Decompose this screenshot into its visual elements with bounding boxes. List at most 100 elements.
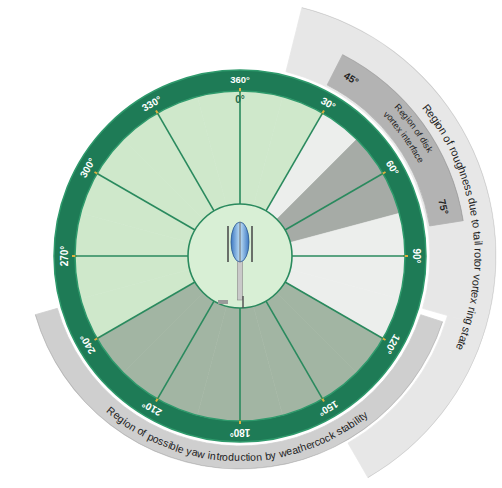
arc-letter: a — [472, 234, 483, 241]
arc-letter: e — [304, 439, 313, 451]
arc-letter: v — [471, 274, 482, 280]
sector-group — [75, 91, 405, 421]
arc-letter: r — [470, 285, 481, 290]
spoke-line — [266, 113, 323, 211]
band-piece — [286, 8, 496, 327]
arc-letter: e — [469, 292, 481, 300]
arc-letter: o — [433, 121, 446, 132]
arc-letter: o — [135, 425, 145, 437]
arc-letter: g — [400, 111, 410, 121]
arc-letter: f — [444, 139, 455, 147]
arc-letter: s — [463, 188, 475, 196]
arc-letter: o — [472, 252, 483, 258]
arc-letter: i — [420, 140, 429, 146]
spoke-line — [239, 308, 241, 421]
degree-label: 270° — [60, 246, 70, 267]
spoke-line — [158, 113, 215, 211]
arc-letter: x — [395, 125, 405, 134]
arc-letter: y — [186, 445, 194, 456]
ring-edge — [75, 91, 405, 421]
arc-letter: u — [234, 452, 240, 463]
degree-label: 90° — [411, 248, 421, 263]
arc-letter: t — [390, 119, 398, 127]
arc-letter: o — [250, 452, 257, 463]
arc-letter: e — [468, 209, 480, 217]
skid — [251, 226, 253, 262]
arc-letter: r — [388, 117, 397, 125]
arc-letter: g — [463, 317, 475, 326]
helicopter-figure — [218, 222, 252, 308]
arc-letter: i — [207, 450, 211, 461]
arc-letter: t — [456, 339, 467, 346]
arc-letter: o — [123, 418, 134, 430]
band-edge — [342, 55, 463, 221]
arc-letter: t — [216, 451, 220, 462]
arc-letter — [332, 428, 340, 439]
arc-letter — [472, 271, 483, 275]
arc-letter: i — [355, 414, 363, 424]
arc-letter: e — [285, 446, 293, 458]
tail-boom — [238, 256, 243, 300]
arc-letter: l — [353, 415, 361, 425]
arc-letter: o — [405, 117, 415, 127]
arc-letter: r — [466, 306, 478, 312]
arc-letter: t — [470, 289, 481, 294]
arc-letter: e — [397, 108, 407, 118]
arc-letter: i — [167, 439, 173, 450]
band-piece — [327, 55, 463, 226]
arc-letter: n — [210, 450, 217, 461]
arc-letter: a — [291, 444, 299, 456]
arc-letter: R — [393, 103, 404, 114]
arc-letter: e — [111, 409, 122, 421]
arc-letter: t — [245, 452, 248, 463]
arc-letter: s — [421, 142, 431, 150]
arc-letter: o — [385, 113, 395, 123]
arc-letter: i — [351, 417, 359, 427]
arc-letter: c — [240, 452, 245, 463]
arc-letter: b — [169, 440, 178, 452]
arc-letter: r — [407, 143, 416, 150]
arc-letter: e — [404, 139, 414, 148]
degree-label: 75° — [437, 199, 450, 216]
arc-letter: o — [317, 434, 327, 446]
arc-letter: h — [456, 165, 468, 175]
spoke-line — [285, 282, 383, 339]
arc-letter — [472, 245, 483, 248]
arc-letter: k — [424, 146, 434, 154]
band-edge — [302, 8, 496, 327]
arc-letter — [471, 228, 482, 232]
arc-letter: s — [462, 183, 474, 191]
arc-letter: t — [356, 412, 365, 422]
arc-letter: t — [459, 331, 470, 338]
arc-letter: c — [323, 432, 332, 444]
arc-letter: n — [458, 171, 470, 180]
degree-label: 360° — [230, 75, 250, 85]
arc-letter: r — [447, 145, 458, 153]
arc-letter: d — [228, 452, 234, 463]
arc-letter: t — [472, 258, 483, 261]
arc-letter: e — [460, 177, 472, 186]
arc-letter: a — [410, 148, 420, 157]
arc-letter: i — [404, 115, 412, 122]
arc-letter: f — [409, 145, 418, 152]
arc-letter: o — [441, 134, 454, 145]
arc-letter: c — [313, 436, 322, 448]
ring-edge — [54, 70, 426, 442]
compass-ring — [54, 70, 426, 442]
arc-letter: v — [381, 110, 391, 119]
arc-letter: R — [105, 405, 118, 418]
arc-letter: y — [270, 449, 277, 460]
tail-rotor-shadow — [218, 300, 228, 304]
spoke-line — [285, 174, 383, 231]
spoke-line — [97, 174, 195, 231]
arc-letter: n — [408, 121, 418, 130]
arc-letter: o — [412, 127, 422, 136]
arc-letter: l — [472, 243, 483, 246]
